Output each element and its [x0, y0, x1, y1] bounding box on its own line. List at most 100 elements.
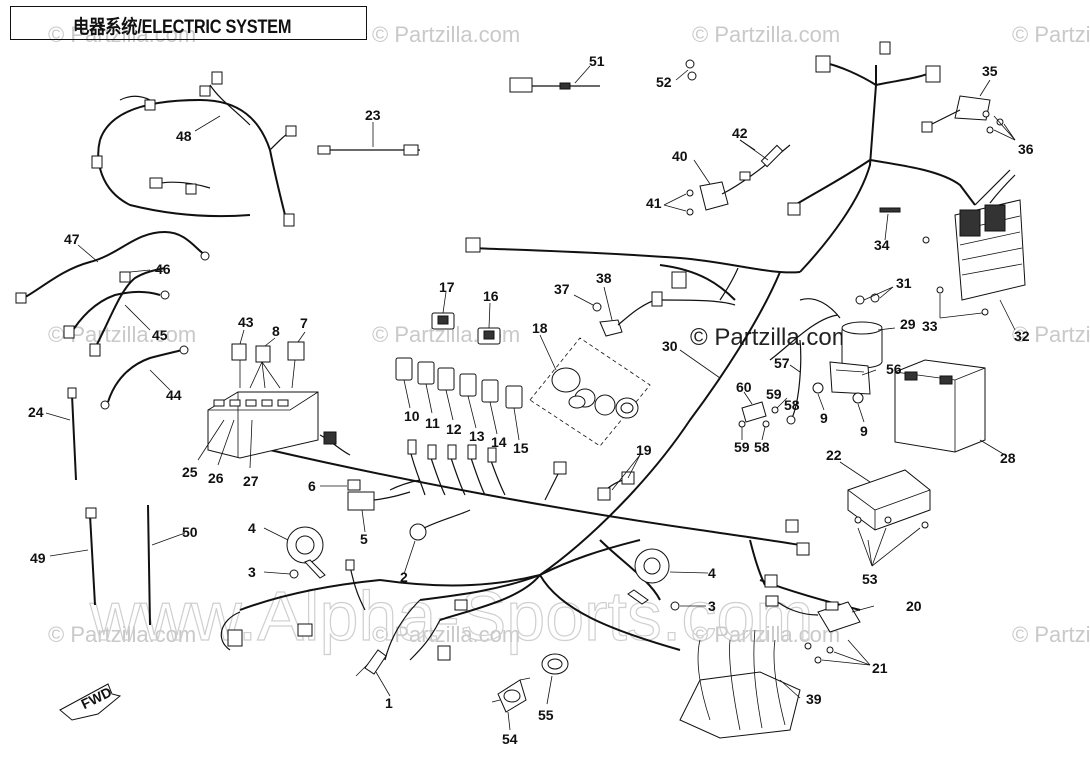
callout: 34	[874, 237, 890, 253]
ecu-22	[839, 461, 931, 567]
callout: 57	[774, 355, 790, 371]
part-34	[879, 207, 930, 244]
callout: 42	[732, 125, 748, 141]
fwd-arrow: FWD	[59, 683, 122, 721]
callout: 6	[308, 478, 316, 494]
part-20	[765, 595, 875, 666]
callout: 2	[400, 569, 408, 585]
callout: 60	[736, 379, 752, 395]
switches	[395, 291, 523, 441]
callout: 33	[922, 318, 938, 334]
callout: 15	[513, 440, 529, 456]
callout: 18	[532, 320, 548, 336]
callout-labels: 1 2 3 3 4 4 5 6 7 8 9 9 10 11 12 13 14 1…	[28, 53, 1034, 747]
callout: 53	[862, 571, 878, 587]
callout: 29	[900, 316, 916, 332]
callout: 36	[1018, 141, 1034, 157]
sensor-40	[663, 139, 791, 216]
callout: 37	[554, 281, 570, 297]
callout: 25	[182, 464, 198, 480]
callout: 9	[820, 410, 828, 426]
callout: 44	[166, 387, 182, 403]
callout: 11	[425, 415, 440, 431]
page-title: 电器系统/ELECTRIC SYSTEM	[73, 17, 292, 38]
part-19	[611, 454, 641, 491]
callout: 4	[708, 565, 716, 581]
watermark: © Partzilla.com	[1012, 322, 1090, 347]
part-33	[936, 286, 989, 319]
cable-ties	[45, 387, 186, 626]
callout: 58	[754, 439, 770, 455]
callout: 31	[896, 275, 912, 291]
callout: 27	[243, 473, 259, 489]
cables-44-47	[15, 230, 210, 410]
sensor-1	[355, 649, 391, 697]
callout: 1	[385, 695, 393, 711]
callout: 26	[208, 470, 224, 486]
callout: 40	[672, 148, 688, 164]
callout: 21	[872, 660, 888, 676]
main-harness	[220, 41, 976, 661]
callout: 47	[64, 231, 80, 247]
callout: 50	[182, 524, 198, 540]
watermark: © Partzilla.com	[692, 22, 840, 47]
callout: 54	[502, 731, 518, 747]
callout: 59	[766, 386, 782, 402]
callout: 20	[906, 598, 922, 614]
wire-23	[317, 122, 420, 156]
callout: 28	[1000, 450, 1016, 466]
starter-relay	[769, 286, 896, 423]
battery-28	[894, 359, 1006, 456]
callout: 8	[272, 323, 280, 339]
callout: 39	[806, 691, 822, 707]
callout: 55	[538, 707, 554, 723]
parts-2-5-6	[320, 479, 471, 611]
part-52	[675, 59, 697, 81]
watermark: © Partzilla.com	[372, 622, 520, 647]
sensor-38	[573, 267, 739, 337]
watermark: © Partzilla.com	[48, 622, 196, 647]
callout: 35	[982, 63, 998, 79]
callout: 59	[734, 439, 750, 455]
watermark: © Partzilla.com	[48, 22, 196, 47]
fuse-box	[197, 329, 351, 469]
callout: 22	[826, 447, 842, 463]
title-box: 电器系统/ELECTRIC SYSTEM	[10, 6, 367, 40]
callout: 16	[483, 288, 499, 304]
callout: 4	[248, 520, 256, 536]
part-35	[921, 79, 1016, 141]
callout: 41	[646, 195, 662, 211]
callout: 9	[860, 423, 868, 439]
callout: 38	[596, 270, 612, 286]
callout: 3	[708, 598, 716, 614]
callout: 32	[1014, 328, 1030, 344]
callout: 23	[365, 107, 381, 123]
callout: 14	[491, 434, 507, 450]
parts-54-55	[491, 653, 569, 731]
callout: 10	[404, 408, 420, 424]
callout: 49	[30, 550, 46, 566]
callout: 5	[360, 531, 368, 547]
callout: 56	[886, 361, 902, 377]
watermark-center: © Partzilla.com	[690, 324, 852, 351]
horns	[263, 526, 709, 611]
watermark: © Partzilla.com	[1012, 22, 1090, 47]
callout: 17	[439, 279, 455, 295]
callout: 19	[636, 442, 652, 458]
switch-kit-18	[529, 334, 651, 447]
bracket-39	[679, 629, 801, 739]
callout: 13	[469, 428, 485, 444]
callout: 43	[238, 314, 254, 330]
callout: 24	[28, 404, 44, 420]
callout: 3	[248, 564, 256, 580]
front-harness-48	[91, 71, 297, 227]
callout: 7	[300, 315, 308, 331]
watermark: © Partzilla.com	[372, 22, 520, 47]
callout: 45	[152, 327, 168, 343]
part-51	[509, 65, 600, 93]
watermark: © Partzilla.com	[692, 622, 840, 647]
regulator-32	[954, 169, 1026, 331]
callout: 30	[662, 338, 678, 354]
watermarks: © Partzilla.com © Partzilla.com © Partzi…	[48, 22, 1090, 656]
